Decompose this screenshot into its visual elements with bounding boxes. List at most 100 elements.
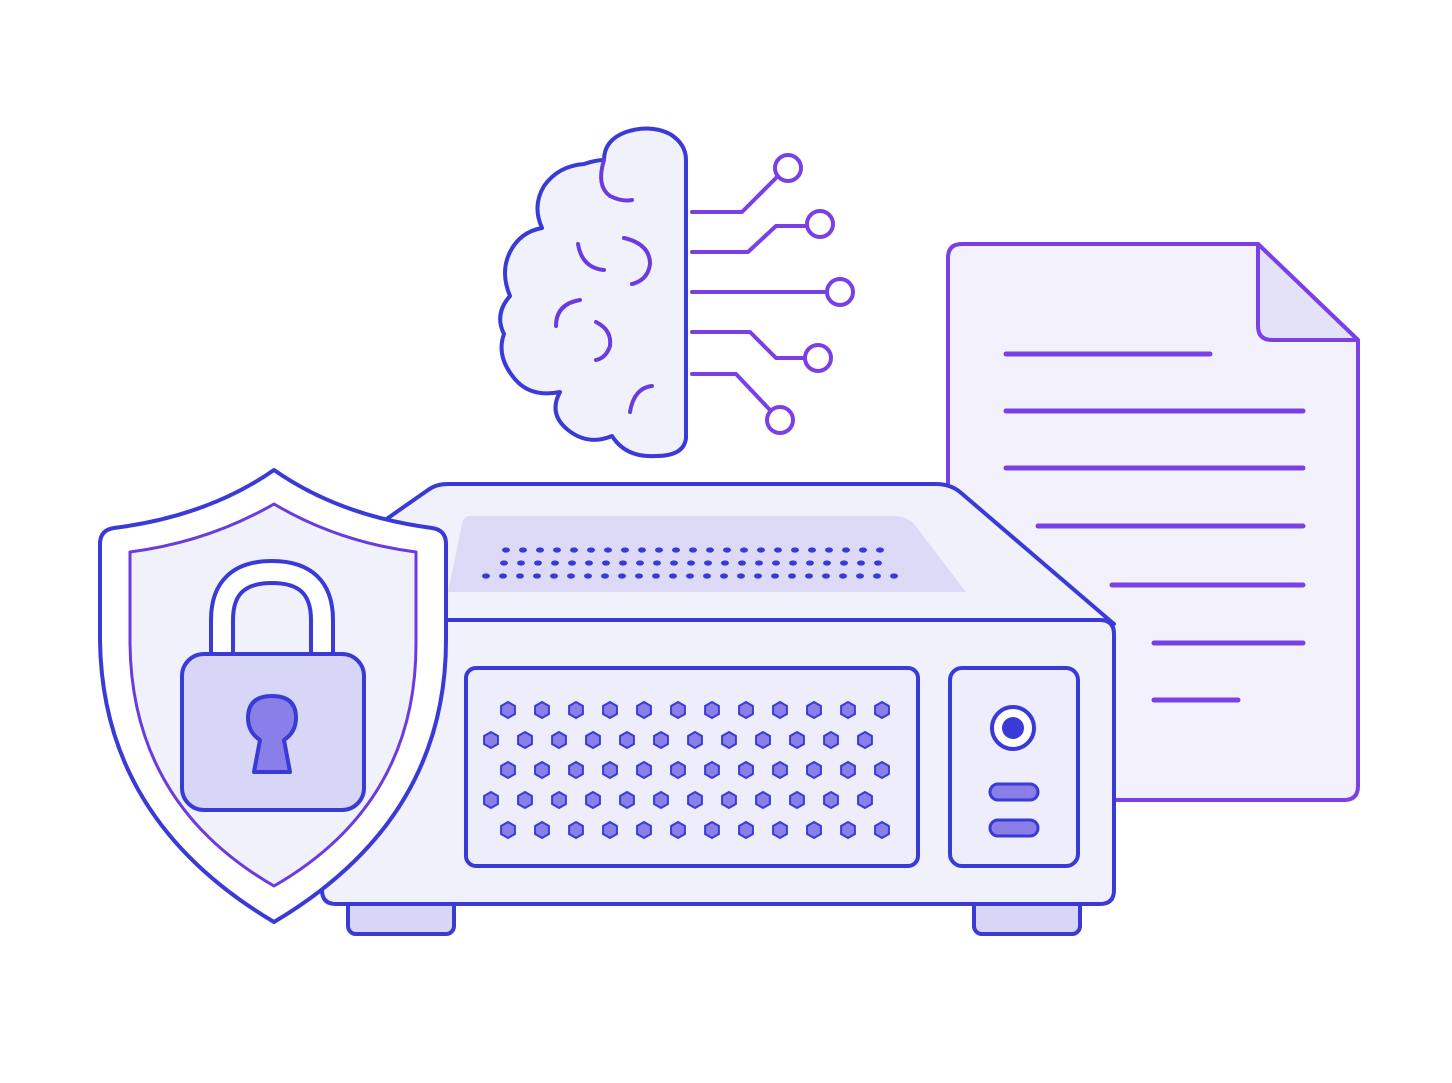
grille-hole [636,700,652,720]
vent-dot [502,547,510,553]
grille-hole [585,730,601,750]
vent-dot [669,573,677,579]
grille-hole [636,760,652,780]
vent-dot [755,560,763,566]
grille-hole [874,820,890,840]
brain-fold [594,320,613,362]
grille-hole [534,700,550,720]
vent-dot [550,573,558,579]
grille-hole [602,700,618,720]
vent-dot [585,560,593,566]
padlock-icon [180,558,366,812]
vent-dot [604,547,612,553]
drive-slot [988,818,1040,838]
vent-dot [551,560,559,566]
grille-hole [738,700,754,720]
vent-dot [638,547,646,553]
drive-slot [988,782,1040,802]
grille-hole [840,820,856,840]
vent-dot [721,560,729,566]
grille-hole [704,820,720,840]
grille-hole [568,700,584,720]
grille-hole [517,730,533,750]
grille-hole [755,730,771,750]
vent-dot [517,560,525,566]
grille-hole [500,760,516,780]
grille-hole [653,790,669,810]
vent-dot [670,560,678,566]
vent-dot [635,573,643,579]
vent-dot [703,573,711,579]
vent-dot [723,547,731,553]
grille-hole [874,760,890,780]
connector-node [765,405,795,435]
grille-hole [568,760,584,780]
brain-fold [576,242,606,272]
grille-hole [823,730,839,750]
vent-dot [789,560,797,566]
grille-hole [755,790,771,810]
vent-dot [876,547,884,553]
grille-hole [772,760,788,780]
vent-dot [859,547,867,553]
vent-dot [856,573,864,579]
grille-hole [500,700,516,720]
grille-hole [636,820,652,840]
brain-fold [554,298,582,328]
vent-dot [737,573,745,579]
connector-node [805,209,835,239]
grille-hole [806,700,822,720]
vent-dot [500,560,508,566]
grille-hole [653,730,669,750]
vent-dot [536,547,544,553]
vent-dot [757,547,765,553]
grille-hole [670,700,686,720]
grille-hole [619,790,635,810]
vent-dot [890,573,898,579]
keyhole-icon [246,694,298,774]
vent-dot [672,547,680,553]
vent-dot [655,547,663,553]
vent-dot [704,560,712,566]
grille-hole [551,730,567,750]
server-hex-grille [483,700,890,840]
grille-hole [857,790,873,810]
grille-hole [789,730,805,750]
vent-dot [823,560,831,566]
grille-hole [721,790,737,810]
connector-node [773,153,803,183]
vent-dot [857,560,865,566]
vent-dot [568,560,576,566]
grille-hole [500,820,516,840]
vent-dot [738,560,746,566]
grille-hole [738,820,754,840]
brain-circuit-connectors [690,153,855,435]
grille-hole [568,820,584,840]
brain-icon [498,126,855,459]
vent-dot [653,560,661,566]
vent-dot [636,560,644,566]
vent-dot [567,573,575,579]
grille-hole [806,820,822,840]
vent-dot [534,560,542,566]
grille-hole [483,790,499,810]
brain-outline [498,126,688,459]
vent-dot [687,560,695,566]
grille-hole [670,820,686,840]
brain-folds [554,158,654,414]
grille-hole [687,790,703,810]
vent-dot [553,547,561,553]
grille-hole [483,730,499,750]
vent-dot [825,547,833,553]
grille-hole [738,760,754,780]
brain-fold [628,384,654,414]
vent-dot [873,573,881,579]
vent-dot [806,560,814,566]
grille-hole [619,730,635,750]
grille-hole [772,700,788,720]
grille-hole [704,700,720,720]
grille-hole [534,820,550,840]
vent-dot [720,573,728,579]
grille-hole [687,730,703,750]
grille-hole [602,760,618,780]
